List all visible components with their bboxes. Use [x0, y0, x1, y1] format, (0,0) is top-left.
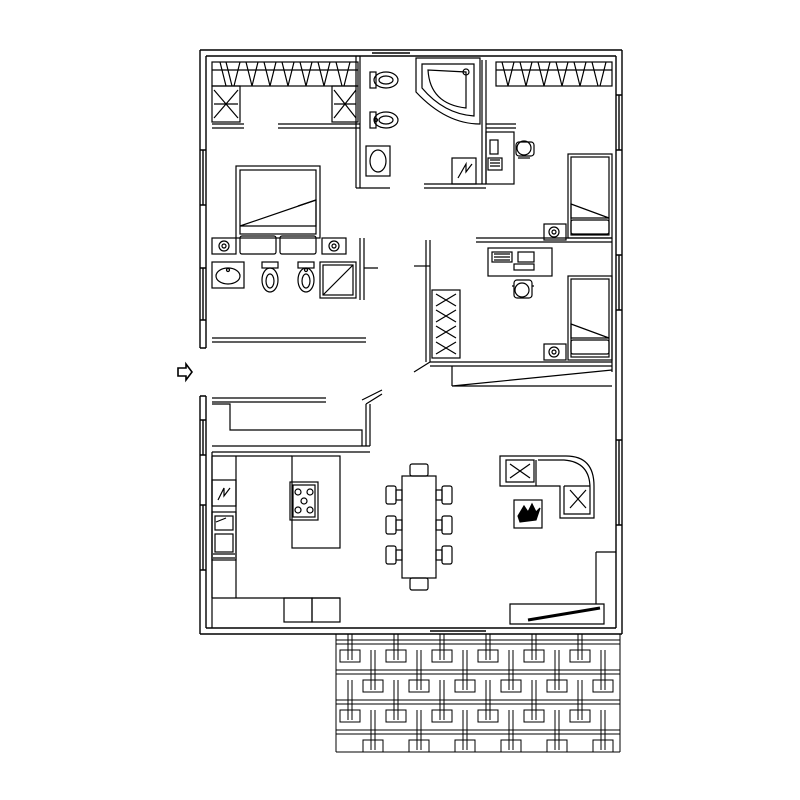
kitchen-island-icon — [291, 455, 341, 549]
wardrobe-icon — [211, 61, 359, 123]
main-bathroom — [365, 57, 481, 185]
double-bed-icon — [211, 165, 347, 255]
sink-icon — [365, 145, 391, 177]
desk-with-computer-icon — [487, 247, 553, 277]
corner-bathtub-icon — [415, 57, 481, 125]
corner-sofa-icon — [499, 455, 595, 519]
sink-icon — [211, 261, 245, 289]
kitchen-cabinets — [283, 597, 341, 623]
interior-walls — [211, 56, 613, 628]
shower-icon — [319, 261, 357, 299]
toilet-icon — [261, 261, 279, 293]
office-chair-icon — [512, 279, 534, 299]
kitchen — [211, 455, 341, 623]
bedroom-3 — [485, 61, 613, 241]
desk-with-computer-icon — [485, 131, 515, 185]
wardrobe-icon — [431, 289, 461, 359]
bidet-icon — [369, 111, 399, 129]
wardrobe-icon — [495, 61, 613, 87]
hob-icon — [289, 481, 319, 521]
entry-arrow-icon — [177, 361, 193, 383]
plant-icon — [513, 499, 543, 529]
dining-table-icon — [385, 463, 453, 591]
kitchen-sink-icon — [211, 511, 237, 561]
toilet-icon — [369, 71, 399, 89]
washing-machine-icon — [211, 479, 237, 507]
bedroom-2 — [431, 247, 613, 361]
single-bed-icon — [543, 275, 613, 361]
fireplace — [509, 551, 616, 625]
washing-machine-icon — [451, 157, 477, 185]
bidet-icon — [297, 261, 315, 293]
office-chair-icon — [515, 140, 535, 159]
exterior-walls — [199, 49, 623, 635]
ensuite-bathroom — [211, 261, 357, 299]
single-bed-icon — [543, 153, 613, 241]
paving-icon — [335, 634, 621, 753]
